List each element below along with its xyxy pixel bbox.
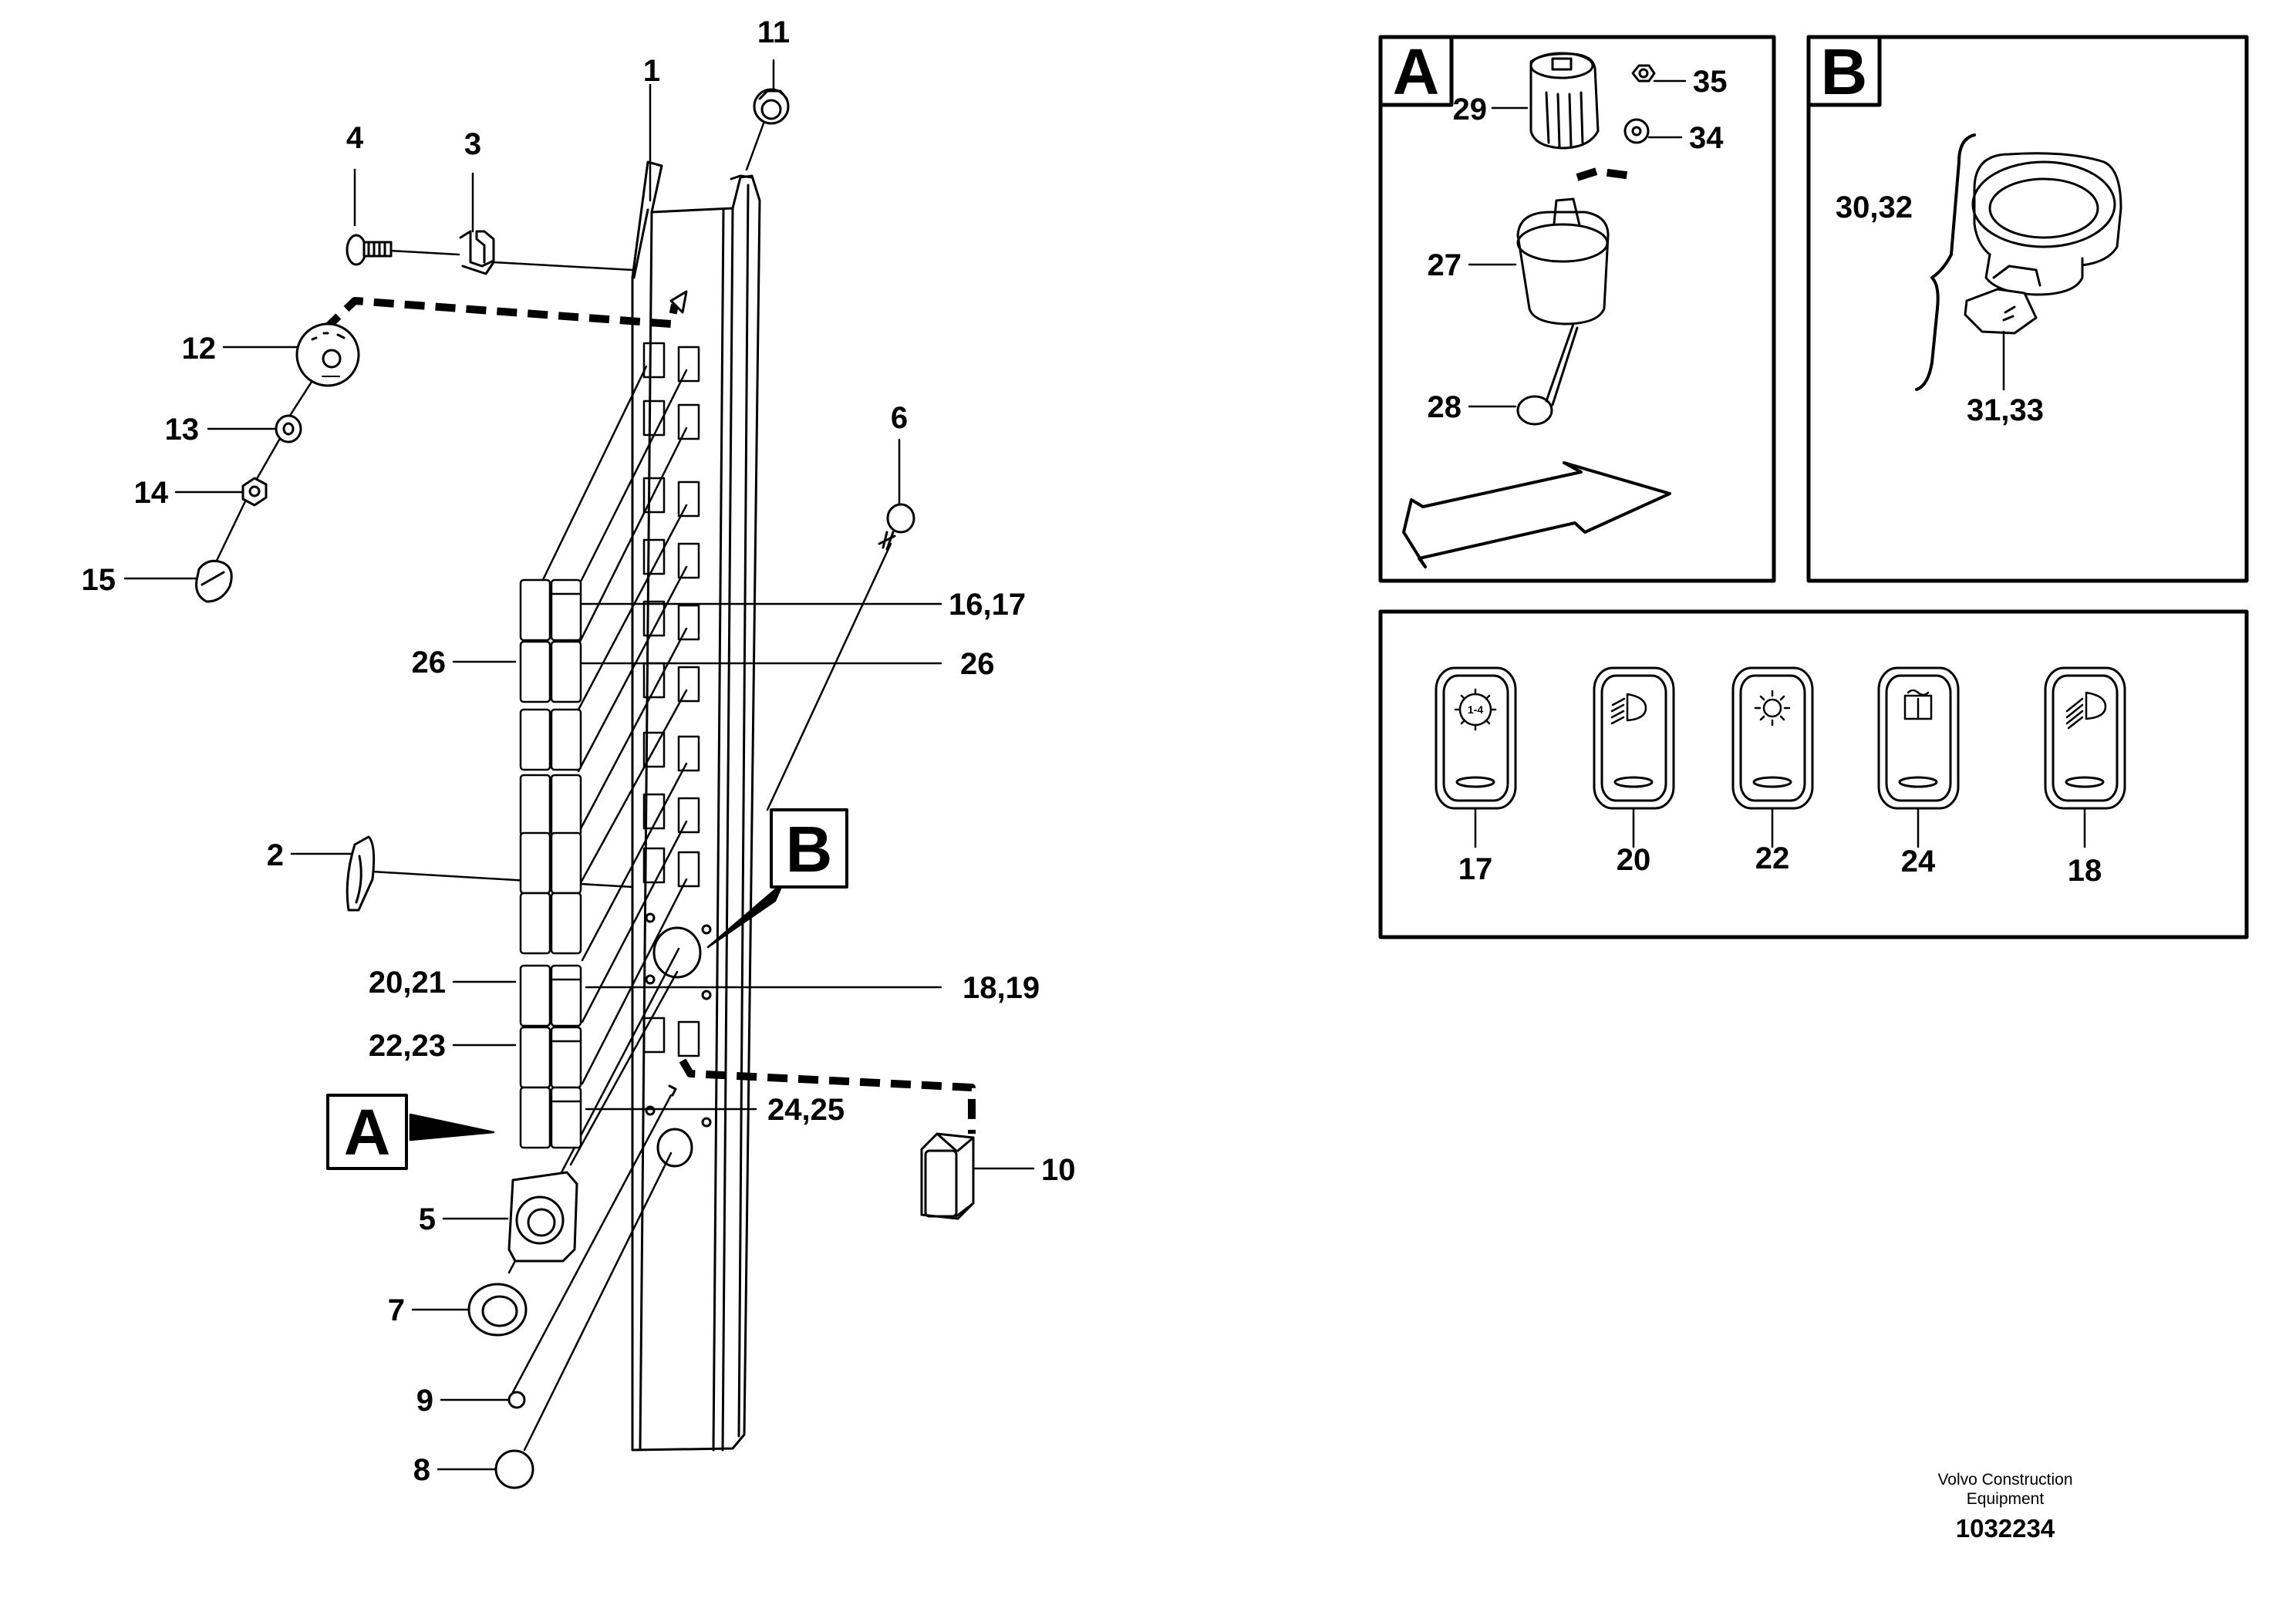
detail-b-letter: B	[1821, 35, 1868, 108]
callout-11: 11	[757, 15, 790, 49]
callout-18-19: 18,19	[963, 971, 1040, 1005]
callout-30-32: 30,32	[1836, 191, 1913, 224]
callout-26-left: 26	[412, 646, 447, 679]
callout-28: 28	[1428, 390, 1462, 424]
callout-14: 14	[134, 476, 169, 510]
callout-3: 3	[464, 127, 481, 161]
detail-b-labels: B 30,32 31,33	[1821, 35, 2044, 427]
callout-5: 5	[419, 1202, 436, 1236]
view-marker-a-box	[326, 1094, 408, 1170]
part-14-nut	[241, 477, 268, 507]
callout-8: 8	[413, 1453, 430, 1487]
console-panel	[631, 160, 761, 1452]
callout-26-right: 26	[960, 647, 995, 681]
company-line-2: Equipment	[1967, 1490, 2045, 1508]
part-9-plug	[507, 1391, 526, 1409]
switch-24	[1877, 666, 1960, 848]
switch-label-24: 24	[1901, 845, 1936, 878]
view-marker-b: B	[786, 813, 833, 885]
detail-a-letter: A	[1393, 35, 1440, 108]
part-12-rotary-switch	[295, 322, 360, 387]
part-15-knob	[195, 559, 233, 603]
callout-10: 10	[1041, 1153, 1076, 1187]
view-marker-a: A	[344, 1096, 391, 1168]
callout-4: 4	[346, 121, 364, 155]
switch-labels: 1-4 17 20 22 24 18	[1458, 703, 2102, 888]
part-10-rocker-switch	[920, 1132, 975, 1220]
switch-22	[1731, 666, 1814, 848]
switch-symbols-panel	[1378, 609, 2249, 939]
callout-7: 7	[388, 1293, 405, 1327]
part-6-screw	[878, 503, 915, 551]
switch-17-symbol: 1-4	[1468, 703, 1483, 716]
part-2-clip	[346, 835, 376, 912]
callout-27: 27	[1428, 248, 1462, 282]
part-13-washer	[275, 414, 302, 443]
callout-29: 29	[1453, 93, 1488, 126]
company-line-1: Volvo Construction	[1937, 1471, 2072, 1489]
callout-24-25: 24,25	[767, 1093, 845, 1127]
callout-34: 34	[1689, 121, 1724, 155]
switch-18	[2044, 666, 2126, 848]
callout-31-33: 31,33	[1967, 393, 2044, 427]
part-8-plug	[494, 1449, 534, 1489]
detail-a-labels: A 29 35 34 27 28	[1393, 35, 1728, 424]
part-7-grommet	[467, 1283, 528, 1337]
callout-9: 9	[416, 1384, 433, 1418]
switch-stack	[519, 578, 582, 1149]
callout-1: 1	[643, 54, 660, 88]
callout-16-17: 16,17	[949, 588, 1026, 622]
switch-label-22: 22	[1755, 841, 1790, 875]
footer: Volvo Construction Equipment 1032234	[1937, 1471, 2072, 1543]
callout-35: 35	[1693, 65, 1728, 99]
view-marker-b-box	[770, 808, 848, 889]
detail-a-panel	[1378, 35, 1776, 583]
callout-13: 13	[165, 413, 200, 447]
part-3-clip	[459, 230, 495, 275]
switch-label-18: 18	[2068, 854, 2102, 888]
callout-12: 12	[182, 332, 217, 366]
switch-17	[1435, 666, 1517, 848]
callout-22-23: 22,23	[369, 1029, 446, 1063]
switch-20	[1593, 666, 1675, 848]
view-markers: B A	[344, 813, 833, 1168]
callout-2: 2	[267, 838, 284, 872]
part-5-socket	[507, 1171, 578, 1263]
drawing-number: 1032234	[1956, 1514, 2055, 1543]
switch-label-20: 20	[1617, 843, 1651, 877]
detail-b-panel	[1806, 35, 2249, 583]
callout-20-21: 20,21	[369, 966, 446, 1000]
part-11-grommet	[753, 88, 790, 125]
callout-labels: 1 11 4 3 12 13 14 15 6 16,17 26 26 2 18,…	[82, 15, 1076, 1487]
callout-15: 15	[82, 563, 116, 597]
part-4-bolt	[346, 234, 393, 266]
callout-6: 6	[891, 401, 908, 435]
switch-label-17: 17	[1458, 852, 1493, 886]
